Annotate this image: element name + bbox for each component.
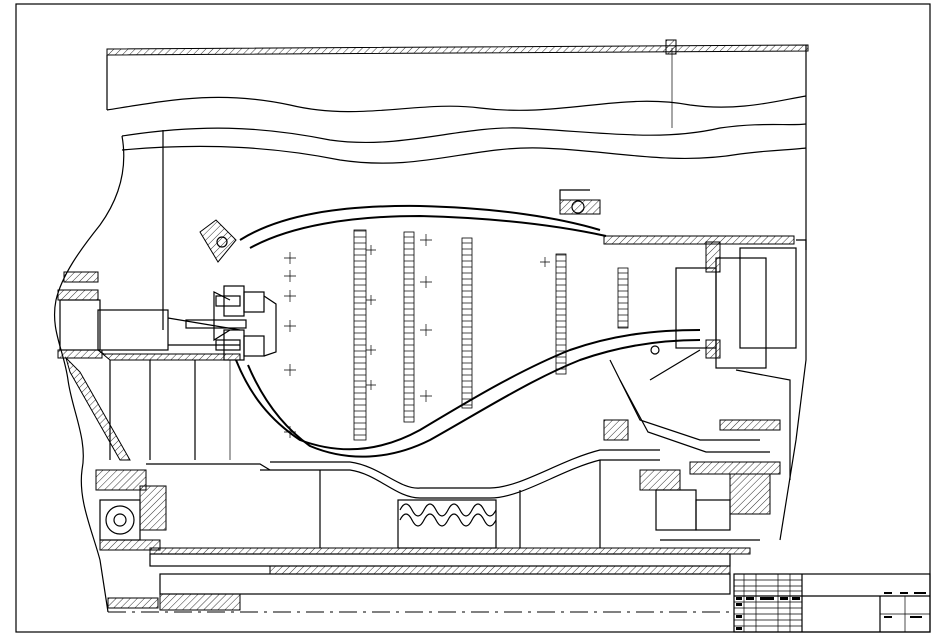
sheet-border [15, 3, 931, 633]
rear-bearing-housing [639, 461, 781, 541]
liner-cooling-rings [353, 229, 629, 441]
diffuser-struts [64, 356, 231, 461]
outer-casing [106, 39, 809, 330]
bellows-seal [397, 499, 497, 549]
fuel-injector-assembly [185, 285, 277, 361]
inner-casing [260, 449, 660, 548]
left-break-line [53, 135, 125, 613]
turbine-section [559, 189, 807, 541]
dilution-hole-marks [284, 234, 550, 438]
title-block [733, 573, 931, 633]
front-bearing-housing [57, 271, 241, 361]
main-shaft [107, 547, 751, 613]
combustor-liner [199, 204, 701, 458]
front-main-bearing [95, 463, 271, 551]
